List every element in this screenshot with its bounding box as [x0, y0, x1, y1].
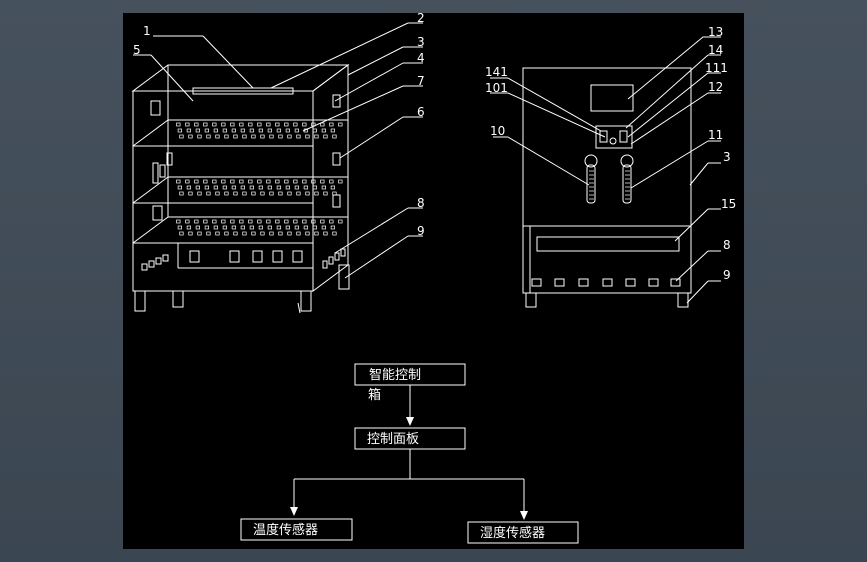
flow-box-humidity-sensor — [467, 521, 579, 544]
flow-box-humidity-sensor-label: 湿度传感器 — [480, 525, 545, 541]
part-label-8: 8 — [417, 196, 425, 210]
part-label-4: 4 — [417, 51, 425, 65]
flow-box-temp-sensor — [240, 518, 353, 541]
part-label-2: 2 — [417, 13, 425, 25]
part-label-15: 15 — [721, 197, 736, 211]
part-label-5: 5 — [133, 43, 141, 57]
part-label-11: 11 — [708, 128, 723, 142]
part-label-8-right: 8 — [723, 238, 731, 252]
flow-box-controller-line1: 智能控制 — [369, 368, 421, 383]
flow-box-temp-sensor-label: 温度传感器 — [253, 522, 318, 538]
right-cabinet-view: 13 141 14 101 111 12 10 11 3 15 8 9 — [485, 25, 736, 308]
left-cabinet-view: 1 2 5 3 4 7 6 8 9 — [131, 11, 425, 314]
flowchart: 智能控制 箱 控制面板 温度传感器 湿度传感器 — [240, 363, 579, 544]
part-label-111: 111 — [705, 61, 728, 75]
part-label-7: 7 — [417, 74, 425, 88]
shelf-holes — [176, 122, 343, 236]
part-label-9: 9 — [417, 224, 425, 238]
part-label-3: 3 — [417, 35, 425, 49]
part-label-101: 101 — [485, 81, 508, 95]
drawing-canvas: 1 2 5 3 4 7 6 8 9 — [123, 11, 744, 549]
part-label-12: 12 — [708, 80, 723, 94]
part-label-14: 14 — [708, 43, 723, 57]
part-label-6: 6 — [417, 105, 425, 119]
flow-box-controller-line2: 箱 — [368, 387, 381, 403]
part-label-13: 13 — [708, 25, 723, 39]
part-label-141: 141 — [485, 65, 508, 79]
flow-box-panel-label: 控制面板 — [367, 432, 419, 447]
technical-drawing: 1 2 5 3 4 7 6 8 9 — [131, 11, 736, 544]
part-label-10: 10 — [490, 124, 505, 138]
part-label-9-right: 9 — [723, 268, 731, 282]
part-label-1: 1 — [143, 24, 151, 38]
part-label-3-right: 3 — [723, 150, 731, 164]
